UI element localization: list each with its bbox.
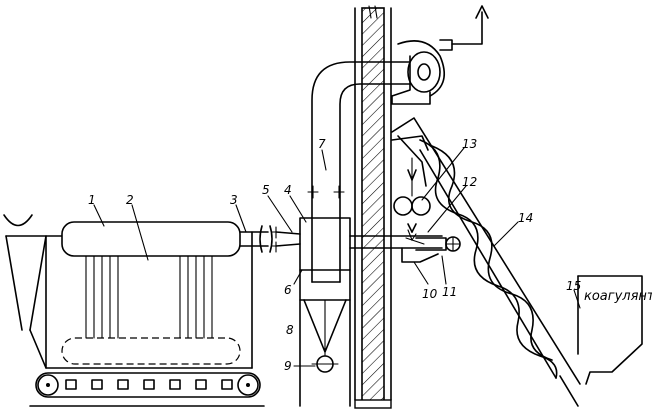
leader-lines (94, 148, 580, 366)
belt-conveyor (30, 373, 264, 406)
label-1: 1 (88, 193, 96, 207)
label-7: 7 (318, 137, 326, 151)
label-2: 2 (126, 193, 134, 207)
label-11: 11 (442, 285, 457, 299)
label-15: 15 (566, 279, 581, 293)
drum-roll (62, 222, 240, 256)
coagulant-label: коагулянт (584, 289, 652, 304)
label-14: 14 (518, 211, 533, 225)
label-12: 12 (462, 175, 477, 189)
label-6: 6 (284, 283, 292, 297)
label-9: 9 (284, 359, 292, 373)
label-5: 5 (262, 183, 270, 197)
label-13: 13 (462, 137, 477, 151)
screw-conveyor (392, 118, 580, 384)
strands (86, 256, 212, 338)
label-10: 10 (422, 287, 438, 301)
separator-body (300, 218, 350, 406)
label-4: 4 (284, 183, 292, 197)
wall (355, 8, 391, 408)
label-8: 8 (286, 323, 294, 337)
blower (392, 6, 488, 104)
label-3: 3 (230, 193, 238, 207)
